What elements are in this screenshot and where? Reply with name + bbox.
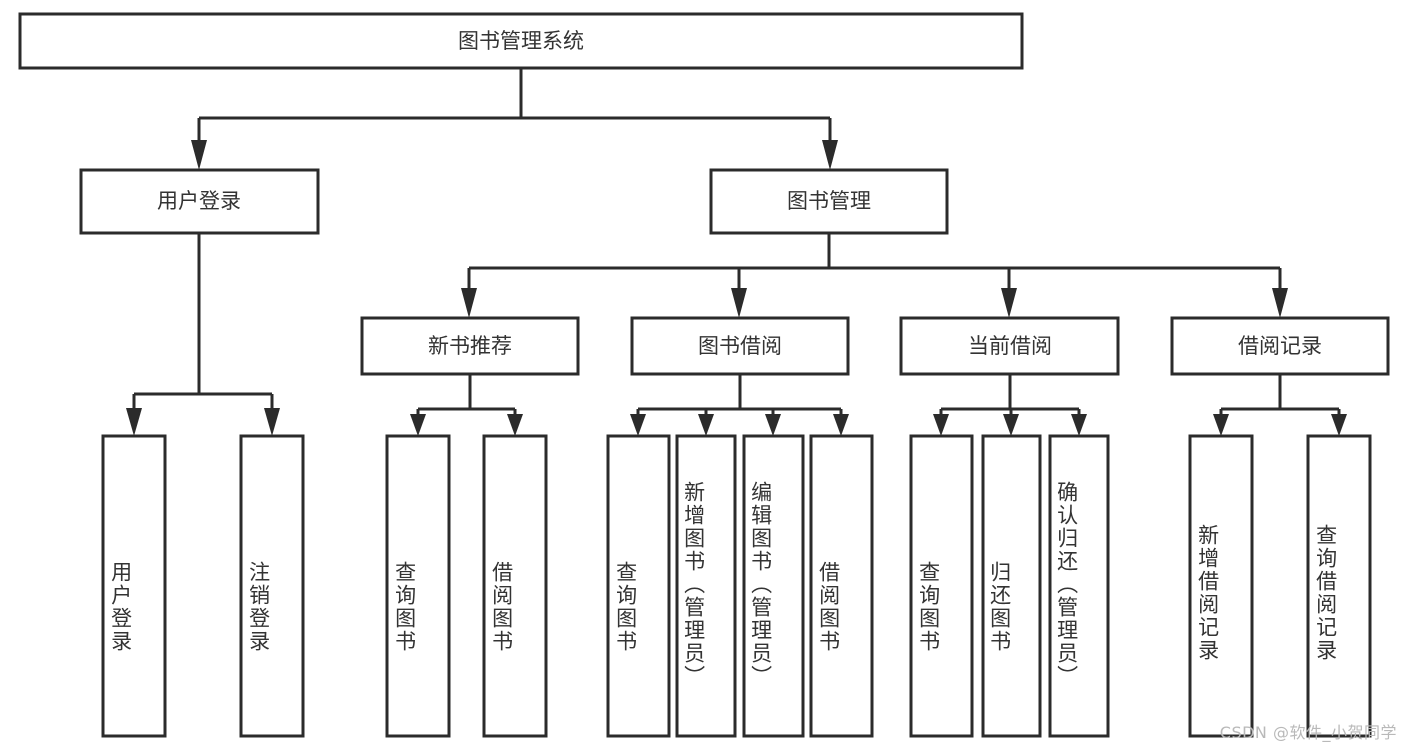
arrowhead-new-book-recommend xyxy=(461,288,477,318)
arrowhead-borrow-record xyxy=(1272,288,1288,318)
leaf-box-new-book-1[interactable] xyxy=(385,434,451,738)
arrowhead-user-login xyxy=(191,140,207,170)
arrowhead-leaf-new-book-2 xyxy=(507,414,523,436)
leaf-box-current-borrow-2[interactable] xyxy=(981,434,1042,738)
leaf-box-new-book-2[interactable] xyxy=(482,434,548,738)
arrowhead-leaf-book-borrow-2 xyxy=(698,414,714,436)
watermark-text: CSDN @软件_小贺同学 xyxy=(1219,723,1397,742)
leaf-box-book-borrow-4[interactable] xyxy=(809,434,874,738)
node-user-login-box[interactable] xyxy=(79,168,320,235)
arrowhead-leaf-current-borrow-2 xyxy=(1003,414,1019,436)
arrowhead-leaf-book-borrow-1 xyxy=(630,414,646,436)
leaf-box-borrow-record-2[interactable] xyxy=(1306,434,1372,738)
arrowhead-book-manage xyxy=(822,140,838,170)
leaf-box-book-borrow-3[interactable] xyxy=(742,434,805,738)
leaf-box-book-borrow-2[interactable] xyxy=(675,434,737,738)
arrowhead-leaf-borrow-record-2 xyxy=(1331,414,1347,436)
node-current-borrow-box[interactable] xyxy=(899,316,1120,376)
leaf-box-user-login-2[interactable] xyxy=(239,434,305,738)
arrowhead-book-borrow xyxy=(731,288,747,318)
node-root-box[interactable] xyxy=(18,12,1024,70)
node-borrow-record-label: 借阅记录 xyxy=(1238,334,1322,358)
arrowhead-leaf-book-borrow-4 xyxy=(833,414,849,436)
node-book-borrow-label: 图书借阅 xyxy=(698,334,782,358)
arrowhead-leaf-borrow-record-1 xyxy=(1213,414,1229,436)
node-user-login-label: 用户登录 xyxy=(157,189,241,213)
leaf-box-current-borrow-3[interactable] xyxy=(1048,434,1110,738)
arrowhead-leaf-book-borrow-3 xyxy=(765,414,781,436)
leaf-box-book-borrow-1[interactable] xyxy=(606,434,671,738)
arrowhead-leaf-current-borrow-1 xyxy=(933,414,949,436)
node-new-book-recommend-label: 新书推荐 xyxy=(428,334,512,358)
arrowhead-leaf-new-book-1 xyxy=(410,414,426,436)
node-new-book-recommend-box[interactable] xyxy=(360,316,580,376)
node-book-manage-label: 图书管理 xyxy=(787,189,871,213)
leaf-box-borrow-record-1[interactable] xyxy=(1188,434,1254,738)
node-current-borrow-label: 当前借阅 xyxy=(968,334,1052,358)
leaf-box-current-borrow-1[interactable] xyxy=(909,434,974,738)
arrowhead-leaf-current-borrow-3 xyxy=(1071,414,1087,436)
arrowhead-leaf-user-login-1 xyxy=(126,408,142,436)
leaf-box-user-login-1[interactable] xyxy=(101,434,167,738)
arrowhead-leaf-user-login-2 xyxy=(264,408,280,436)
node-root-label: 图书管理系统 xyxy=(458,29,584,53)
arrowhead-current-borrow xyxy=(1001,288,1017,318)
